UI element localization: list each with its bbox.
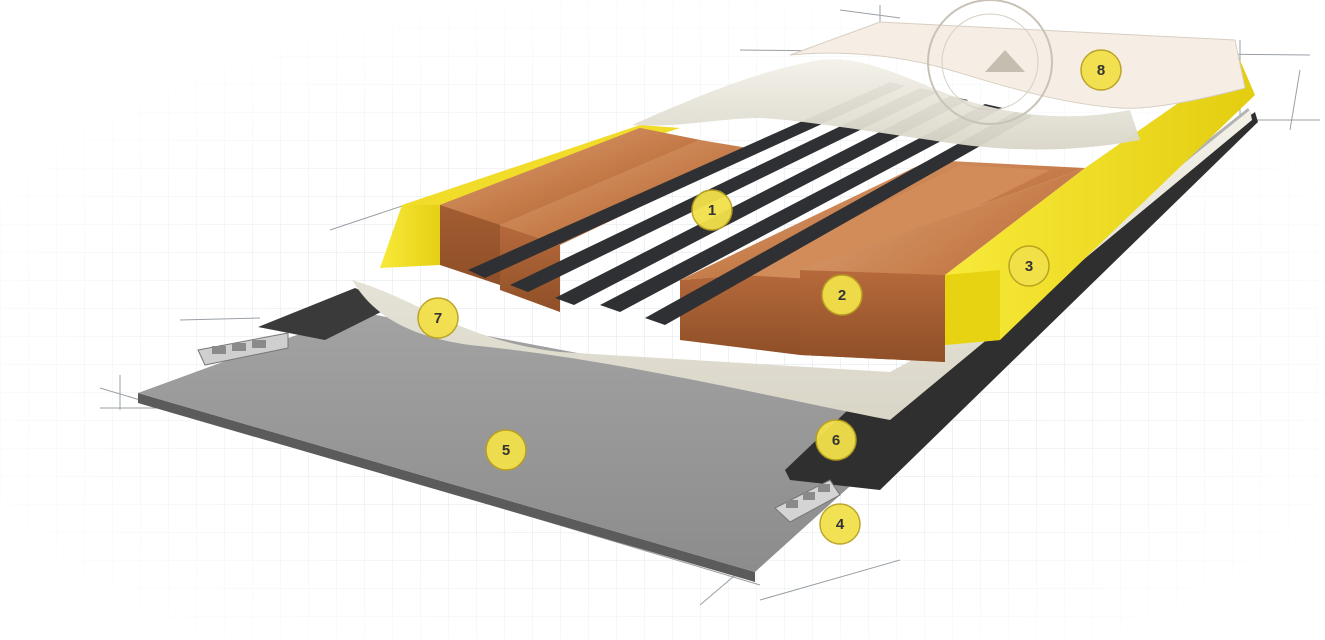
callout-marker-circle [691,189,733,231]
topsheet [789,0,1246,125]
callout-marker-circle [815,419,857,461]
callout-marker-number: 3 [1025,258,1033,275]
carbon-stringers [468,82,1033,325]
callout-marker-circle [821,274,863,316]
callout-marker-number: 8 [1097,62,1105,79]
callout-marker-8: 8 [1080,49,1122,91]
callout-marker-1: 1 [691,189,733,231]
callout-marker-number: 2 [838,287,846,304]
callout-marker-6: 6 [815,419,857,461]
callout-marker-circle [1080,49,1122,91]
callout-marker-number: 1 [708,202,716,219]
topsheet-emblem [927,0,1053,125]
callout-marker-number: 4 [836,516,845,533]
callout-marker-circle [819,503,861,545]
callout-marker-circle [417,297,459,339]
callout-marker-7: 7 [417,297,459,339]
callout-marker-3: 3 [1008,245,1050,287]
callout-marker-number: 6 [832,432,840,449]
callout-marker-5: 5 [485,429,527,471]
upper-fiberglass-layer [632,59,1140,150]
callout-marker-number: 5 [502,442,510,459]
base-layer [138,108,1255,582]
callout-marker-4: 4 [819,503,861,545]
callout-marker-circle [485,429,527,471]
callout-marker-2: 2 [821,274,863,316]
callout-marker-number: 7 [434,310,442,327]
callout-marker-circle [1008,245,1050,287]
callout-markers: 1 2 3 4 5 6 7 8 [417,49,1122,545]
steel-edge-left [197,288,395,366]
